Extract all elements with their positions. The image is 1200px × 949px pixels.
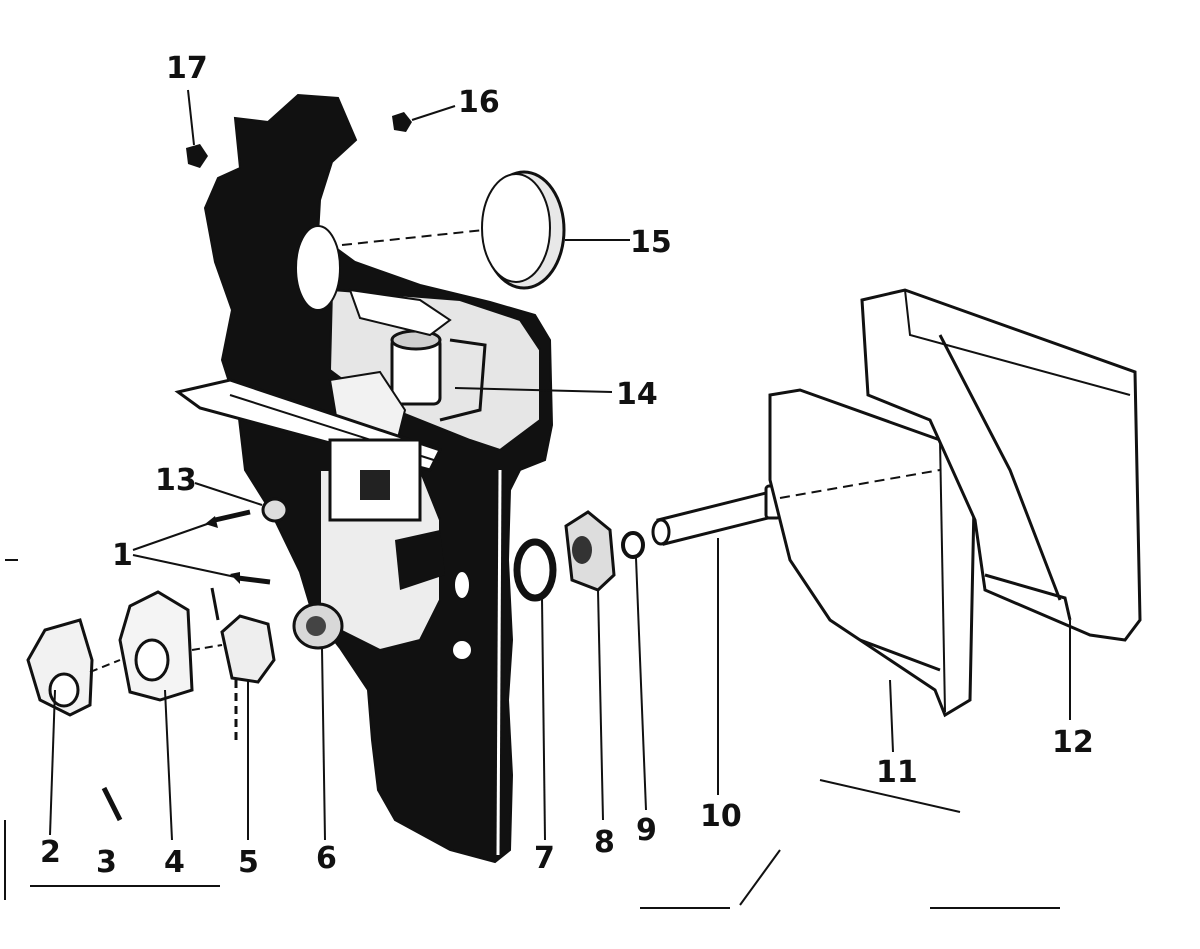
callout-9: 9 — [636, 813, 657, 848]
callout-17: 17 — [166, 51, 208, 86]
part-7-ring — [513, 538, 557, 602]
callout-3: 3 — [96, 845, 117, 880]
callout-14: 14 — [616, 377, 658, 412]
callout-4: 4 — [164, 845, 185, 880]
callout-16: 16 — [458, 85, 500, 120]
callout-7: 7 — [534, 841, 555, 876]
callout-2: 2 — [40, 835, 61, 870]
callout-12: 12 — [1052, 725, 1094, 760]
part-9-washer — [621, 531, 645, 559]
nut-17 — [186, 144, 208, 168]
part-4-plate — [118, 590, 194, 702]
part-10-shaft — [651, 484, 782, 546]
callout-15: 15 — [630, 225, 672, 260]
callout-8: 8 — [594, 825, 615, 860]
stud-13 — [261, 497, 289, 523]
nut-16 — [392, 112, 412, 132]
part-5-cam — [210, 587, 276, 740]
screw-lower — [230, 572, 271, 585]
callout-11: 11 — [876, 755, 918, 790]
callout-6: 6 — [316, 841, 337, 876]
leader-lines — [49, 89, 1071, 841]
part-8-bearing — [564, 510, 616, 592]
part-2-bushing — [26, 618, 94, 717]
part-11-panel — [768, 388, 977, 718]
screw-upper — [205, 509, 251, 528]
callout-1: 1 — [112, 538, 133, 573]
part-6-nut — [292, 602, 344, 650]
callout-10: 10 — [700, 799, 742, 834]
callout-13: 13 — [155, 463, 197, 498]
part-3-pin — [101, 786, 123, 822]
callout-5: 5 — [238, 845, 259, 880]
slide-rail — [174, 378, 445, 590]
part-12-panel — [860, 288, 1142, 642]
scan-marks — [4, 559, 1060, 909]
cover-disc — [341, 170, 566, 290]
